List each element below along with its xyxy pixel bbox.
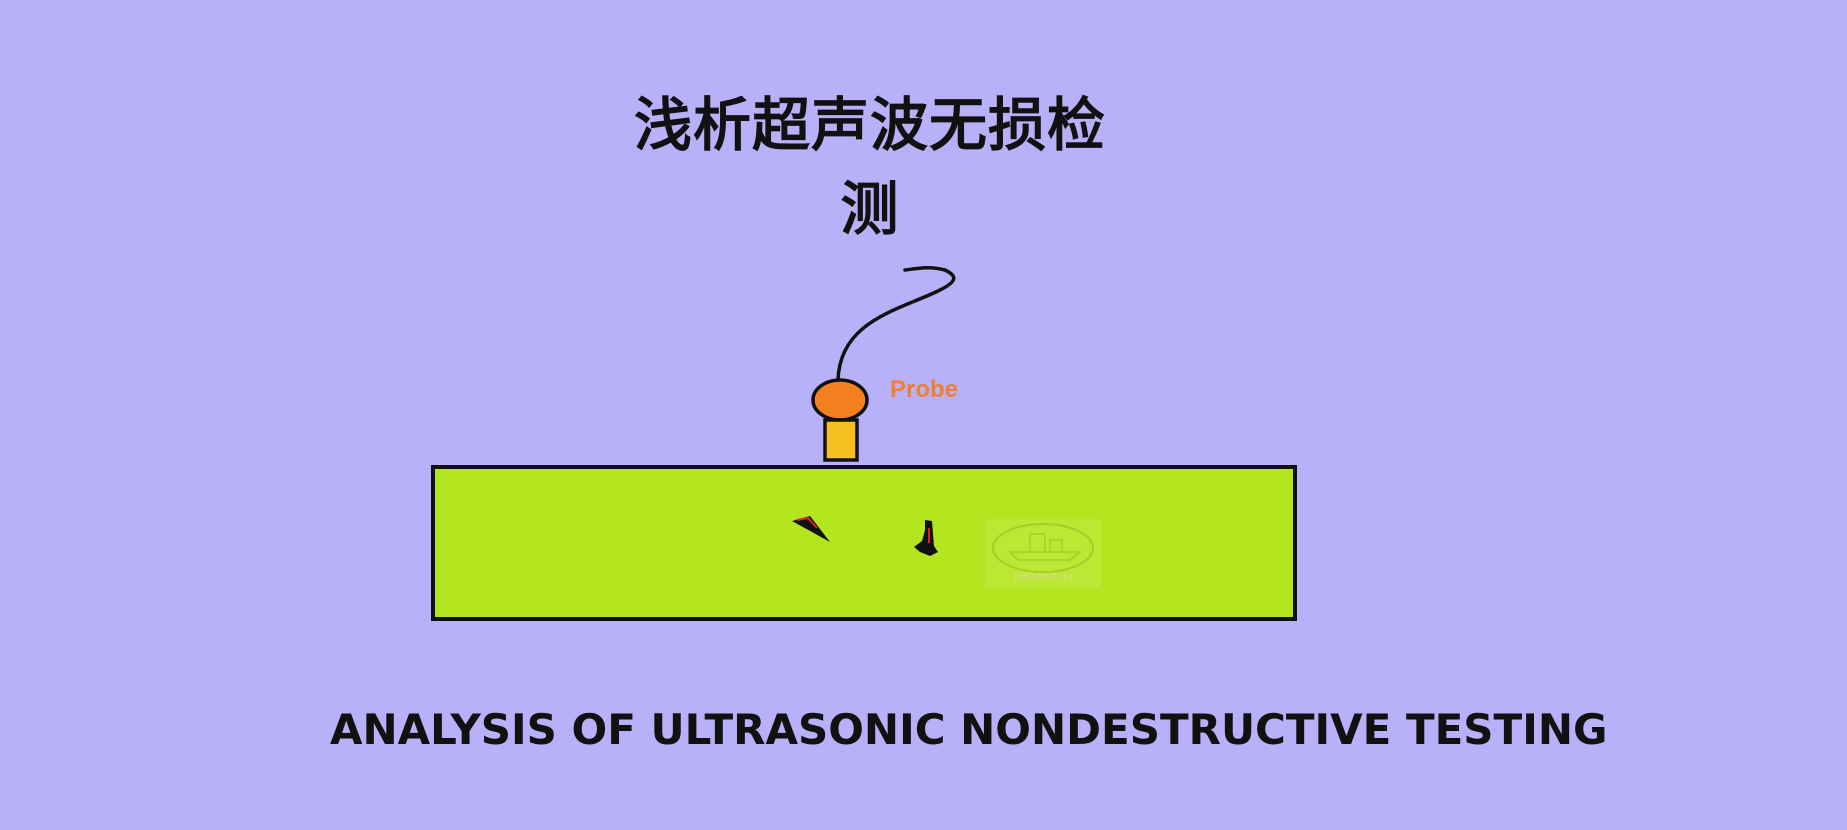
watermark-stamp-text: 13024563210	[1012, 571, 1074, 583]
probe-cable	[836, 265, 956, 382]
flaw-inclusion-2	[914, 520, 938, 556]
probe-head	[811, 378, 869, 422]
probe-body	[823, 418, 859, 462]
probe-label: Probe	[890, 376, 959, 403]
watermark-stamp	[985, 519, 1101, 588]
title-chinese: 浅析超声波无损检测	[633, 91, 1106, 243]
flaw-crack-1	[792, 516, 830, 542]
title-english: ANALYSIS OF ULTRASONIC NONDESTRUCTIVE TE…	[330, 705, 1608, 754]
test-specimen-block	[431, 465, 1297, 621]
